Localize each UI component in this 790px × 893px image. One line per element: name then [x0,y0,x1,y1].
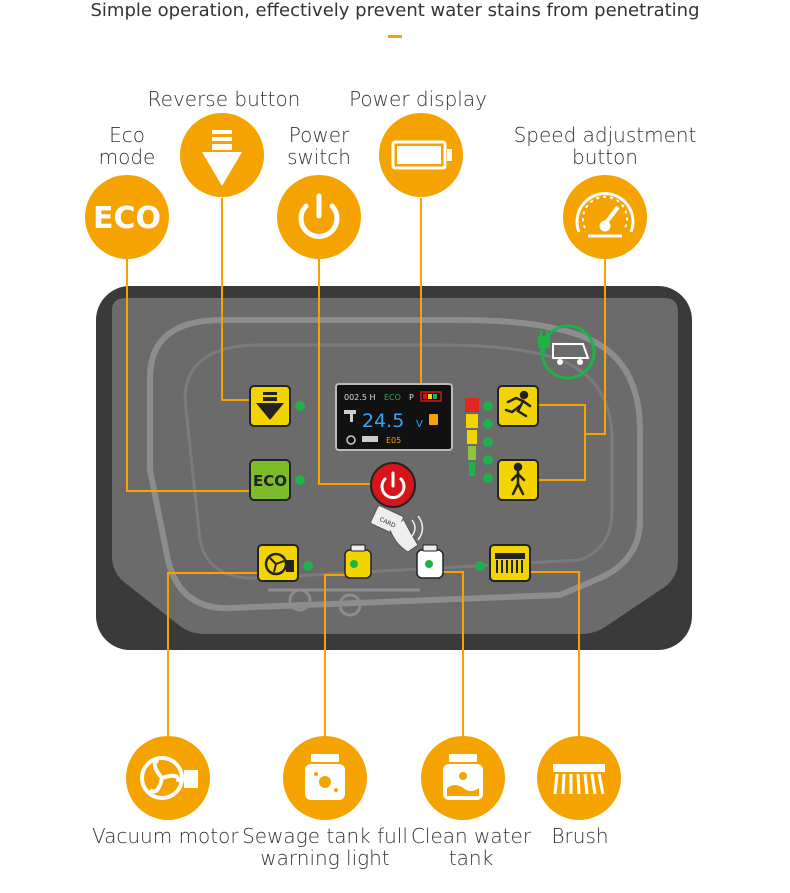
headline: Simple operation, effectively prevent wa… [90,0,700,21]
label-brush: Brush [551,824,609,848]
speedometer-icon [575,192,635,238]
display-battery-icon [420,391,442,402]
power-icon [298,193,340,239]
brush-icon [553,764,605,795]
display-voltage: 24.5 [362,410,404,432]
battery-icon [391,140,452,170]
eco-badge-text: ECO [93,201,161,236]
faucet-icon [344,410,356,422]
power-display-circle [379,113,463,197]
label-vacuum-motor: Vacuum motor [92,824,239,848]
reverse-circle [180,113,264,197]
label-reverse-button: Reverse button [147,87,301,111]
walking-person-icon [510,462,526,496]
sewage-tank-circle [283,736,367,820]
panel-power-button [370,462,416,508]
brush-circle [537,736,621,820]
vacuum-motor-circle [126,736,210,820]
display-p: P [409,393,414,402]
sewage-tank-icon [305,754,345,800]
running-person-icon [504,390,532,418]
display-vacuum-icon [346,435,356,445]
display-mode: ECO [384,393,401,402]
panel-vacuum-button [257,544,313,582]
card-reader: CARD [370,505,424,553]
label-eco-mode: Eco mode [98,123,156,169]
display-code: E05 [386,436,401,445]
label-power-switch: Power switch [287,123,351,169]
reverse-arrow-icon [256,392,284,420]
panel-sewage-light [344,544,372,579]
label-clean-water-tank: Clean water tank [410,824,532,870]
speed-adjustment-circle [563,175,647,259]
panel-eco-text: ECO [253,472,287,490]
charging-icon [538,324,596,380]
panel-eco-button: ECO [249,459,305,501]
panel-speed-slow-button [497,459,539,501]
panel-reverse-button [249,385,305,427]
power-icon [380,471,406,499]
display-unit: V [416,419,423,430]
panel-brush-button [475,544,531,582]
reverse-arrow-icon [202,130,242,186]
power-switch-circle [277,175,361,259]
panel-speed-fast-button [497,385,539,427]
label-sewage-tank: Sewage tank full warning light [242,824,408,870]
panel-display: 002.5 H ECO P 24.5 V E05 [335,383,453,451]
display-hours: 002.5 H [344,393,375,402]
speed-leds [465,398,493,483]
label-speed-adjustment: Speed adjustment button [513,123,697,169]
water-tank-icon [443,754,483,800]
display-brush-icon [362,436,378,442]
clean-water-circle [421,736,505,820]
display-tank-icon [429,414,438,425]
fan-motor-icon [140,756,198,800]
connector-lines [126,198,606,740]
accent-divider [388,35,402,38]
label-power-display: Power display [349,87,487,111]
panel-clean-water-light [416,544,444,579]
eco-mode-circle: ECO [85,175,169,259]
